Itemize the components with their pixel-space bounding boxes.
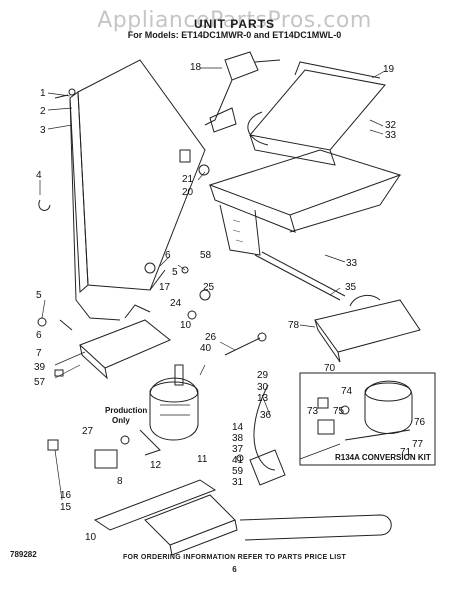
callout-10-bottom: 10 [85,532,97,543]
callout-6-left: 6 [36,330,42,341]
callout-26: 26 [205,332,217,343]
callout-58: 58 [200,250,212,261]
evaporator-rack [247,61,386,166]
callout-30: 30 [257,382,269,393]
callout-2: 2 [40,106,46,117]
callout-21: 21 [182,174,194,185]
callout-11: 11 [197,454,208,465]
watermark: AppliancePartsPros.com [97,8,372,33]
callout-33-mid: 33 [346,258,358,269]
callout-70: 70 [324,363,336,374]
conversion-kit-label: R134A CONVERSION KIT [335,453,431,462]
callout-labels: 1 2 3 4 5 6 7 39 57 18 19 32 33 21 20 6 … [34,62,431,543]
callout-5-center: 5 [172,267,178,278]
evaporator-cover [208,149,402,256]
callout-76: 76 [414,417,426,428]
callout-39: 39 [34,362,46,373]
relay-part-8 [94,435,130,469]
callout-33-top: 33 [385,130,397,141]
callout-25: 25 [203,282,215,293]
callout-14: 14 [232,422,244,433]
callout-40: 40 [200,343,212,354]
callout-37: 37 [232,444,244,455]
callout-10-center: 10 [180,320,192,331]
page-number: 6 [232,565,237,574]
callout-20: 20 [182,187,194,198]
callout-3: 3 [40,125,46,136]
production-note-line1: Production [105,406,147,415]
production-note-line2: Only [112,416,130,425]
model-subtitle: For Models: ET14DC1MWR-0 and ET14DC1MWL-… [127,30,342,40]
callout-8: 8 [117,476,123,487]
ordering-instruction: FOR ORDERING INFORMATION REFER TO PARTS … [122,554,347,561]
callout-15: 15 [60,502,72,513]
callout-19: 19 [383,64,395,75]
tubing-part-36 [239,384,392,541]
callout-7: 7 [36,348,42,359]
callout-41: 41 [232,455,244,466]
callout-31: 31 [232,477,244,488]
defrost-heater-part-18 [204,51,281,133]
drain-pan-part-39 [79,304,171,380]
callout-57: 57 [34,377,46,388]
page-title: UNIT PARTS [193,17,276,31]
callout-18: 18 [190,62,202,73]
callout-59: 59 [232,466,244,477]
callout-71: 71 [400,447,412,458]
callout-35: 35 [345,282,357,293]
callout-4: 4 [36,170,42,181]
compressor-production-only [139,364,199,456]
callout-5-left: 5 [36,290,42,301]
callout-13: 13 [257,393,269,404]
callout-36: 36 [260,410,272,421]
conversion-kit-box [299,372,436,466]
callout-77: 77 [412,439,424,450]
callout-74: 74 [341,386,353,397]
control-part-26 [224,332,267,356]
callout-16: 16 [60,490,72,501]
callout-12: 12 [150,460,162,471]
base-bracket [47,439,238,556]
callout-38: 38 [232,433,244,444]
drain-tray-part-78 [314,294,421,363]
callout-73: 73 [307,406,319,417]
start-device-part-38 [236,449,286,486]
heater-rod-part-35 [254,251,346,301]
leader-lines [39,67,386,501]
callout-17: 17 [159,282,171,293]
callout-6-center: 6 [165,250,171,261]
callout-78: 78 [288,320,300,331]
callout-27: 27 [82,426,94,437]
callout-32: 32 [385,120,397,131]
part-number: 789282 [10,550,37,559]
callout-1: 1 [40,88,46,99]
center-fasteners [144,149,211,320]
callout-75: 75 [333,406,345,417]
condenser-coil [69,59,206,321]
callout-24: 24 [170,298,182,309]
callout-29: 29 [257,370,269,381]
